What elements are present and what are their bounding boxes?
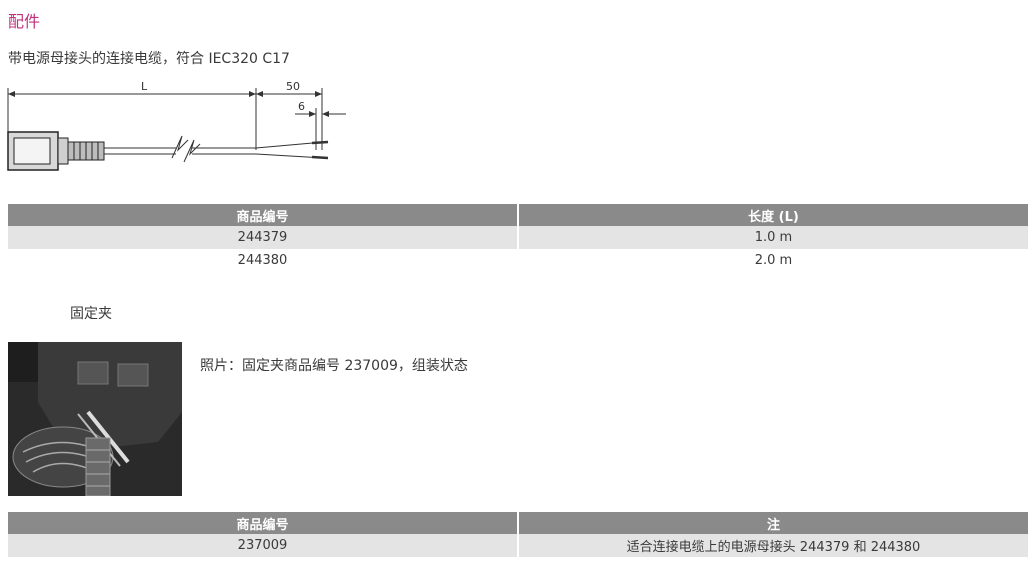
section-title: 配件 <box>8 12 41 31</box>
cable-line <box>104 135 329 163</box>
cell-article-number: 244380 <box>8 249 519 272</box>
cable-dimension-drawing: L 50 6 <box>7 80 346 171</box>
col-header-article-number: 商品编号 <box>8 512 519 534</box>
cell-article-number: 237009 <box>8 534 519 557</box>
clip-spec-table: 商品编号 注 237009 适合连接电缆上的电源母接头 244379 和 244… <box>8 512 1028 557</box>
clip-title: 固定夹 <box>70 306 112 322</box>
cable-description: 带电源母接头的连接电缆，符合 IEC320 C17 <box>8 51 290 67</box>
table-row: 244379 1.0 m <box>8 226 1028 249</box>
cell-article-number: 244379 <box>8 226 519 249</box>
dimension-label-l: L <box>141 80 148 93</box>
dimension-label-50: 50 <box>286 80 300 93</box>
clip-photo <box>8 342 182 496</box>
cell-note: 适合连接电缆上的电源母接头 244379 和 244380 <box>518 534 1028 557</box>
table-header-row: 商品编号 长度 (L) <box>8 204 1028 226</box>
dimension-label-6: 6 <box>298 100 305 113</box>
col-header-note: 注 <box>518 512 1028 534</box>
col-header-length: 长度 (L) <box>518 204 1028 226</box>
clip-caption: 照片：固定夹商品编号 237009，组装状态 <box>200 358 468 374</box>
table-row: 244380 2.0 m <box>8 249 1028 272</box>
cell-length: 2.0 m <box>754 253 793 268</box>
table-header-row: 商品编号 注 <box>8 512 1028 534</box>
col-header-article-number: 商品编号 <box>8 204 519 226</box>
connector-plug <box>7 131 105 171</box>
cell-length: 1.0 m <box>518 226 1028 249</box>
cable-spec-table: 商品编号 长度 (L) 244379 1.0 m 244380 2.0 m <box>8 204 1028 272</box>
table-row: 237009 适合连接电缆上的电源母接头 244379 和 244380 <box>8 534 1028 557</box>
